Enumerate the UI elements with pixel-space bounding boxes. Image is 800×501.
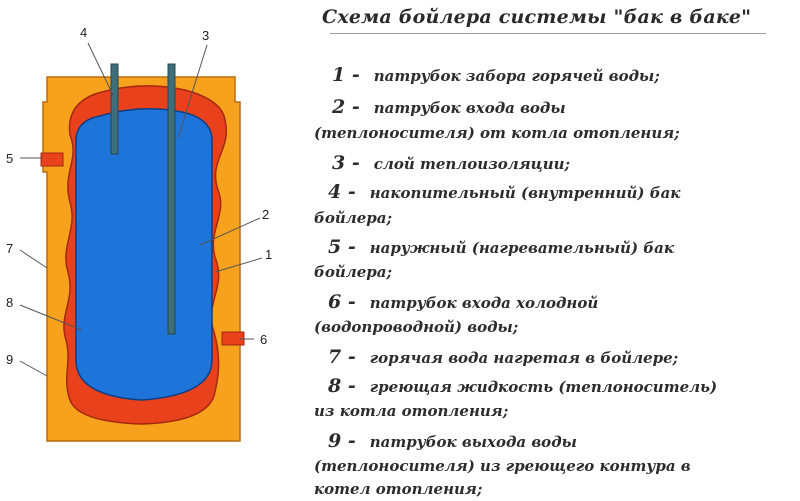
legend-text: патрубок входа холодной <box>369 294 599 312</box>
legend-item-2: 2 - патрубок входа воды <box>332 96 566 118</box>
legend-item-4: 4 - накопительный (внутренний) бак <box>328 181 680 203</box>
legend-item-7: 7 - горячая вода нагретая в бойлере; <box>328 346 678 368</box>
diagram-title: Схема бойлера системы "бак в баке" <box>322 6 752 28</box>
callout-3: 3 <box>202 28 209 43</box>
legend-item-9-tail: котел отопления; <box>314 480 483 498</box>
coolant-inlet-pipe <box>167 63 176 335</box>
callout-9: 9 <box>6 352 13 367</box>
legend-item-5: 5 - наружный (нагревательный) бак <box>328 236 674 258</box>
callout-1: 1 <box>265 247 272 262</box>
legend-item-8: 8 - греющая жидкость (теплоноситель) <box>328 375 717 397</box>
hot-water-outlet-pipe <box>110 63 119 155</box>
legend-text: горячая вода нагретая в бойлере; <box>369 349 679 367</box>
callout-5: 5 <box>6 151 13 166</box>
legend-item-5-cont: бойлера; <box>314 263 393 281</box>
legend-item-6: 6 - патрубок входа холодной <box>328 291 598 313</box>
leader-lines <box>19 42 263 377</box>
legend-num: 9 - <box>328 430 356 452</box>
legend-item-2-cont: (теплоносителя) от котла отопления; <box>314 124 680 142</box>
title-underline <box>330 33 766 34</box>
legend-text: накопительный (внутренний) бак <box>369 184 681 202</box>
legend-num: 6 - <box>328 291 356 313</box>
legend-item-3: 3 - слой теплоизоляции; <box>332 152 570 174</box>
legend-num: 2 - <box>332 96 360 118</box>
legend-text: слой теплоизоляции; <box>373 155 571 173</box>
legend-text: наружный (нагревательный) бак <box>369 239 674 257</box>
legend-item-9: 9 - патрубок выхода воды <box>328 430 577 452</box>
legend-num: 7 - <box>328 346 356 368</box>
legend-item-4-cont: бойлера; <box>314 209 393 227</box>
callout-7: 7 <box>6 241 13 256</box>
legend-text: патрубок забора горячей воды; <box>373 67 660 85</box>
callout-2: 2 <box>262 207 269 222</box>
legend-text: патрубок выхода воды <box>369 433 577 451</box>
legend-text: греющая жидкость (теплоноситель) <box>369 378 718 396</box>
legend-item-1: 1 - патрубок забора горячей воды; <box>332 64 660 86</box>
callout-4: 4 <box>80 25 87 40</box>
side-pipe-5 <box>40 152 64 167</box>
legend-num: 4 - <box>328 181 356 203</box>
legend-item-8-cont: из котла отопления; <box>314 402 509 420</box>
legend-item-6-cont: (водопроводной) воды; <box>314 318 519 336</box>
callout-6: 6 <box>260 332 267 347</box>
inner-water-tank <box>75 108 213 401</box>
legend-num: 8 - <box>328 375 356 397</box>
legend-text: патрубок входа воды <box>373 99 566 117</box>
boiler-diagram: 4 3 5 2 1 7 8 6 9 <box>6 25 272 442</box>
legend-num: 3 - <box>332 152 360 174</box>
callout-8: 8 <box>6 295 13 310</box>
legend-item-9-cont: (теплоносителя) из греющего контура в <box>314 457 691 475</box>
legend-num: 5 - <box>328 236 356 258</box>
legend-num: 1 - <box>332 64 360 86</box>
